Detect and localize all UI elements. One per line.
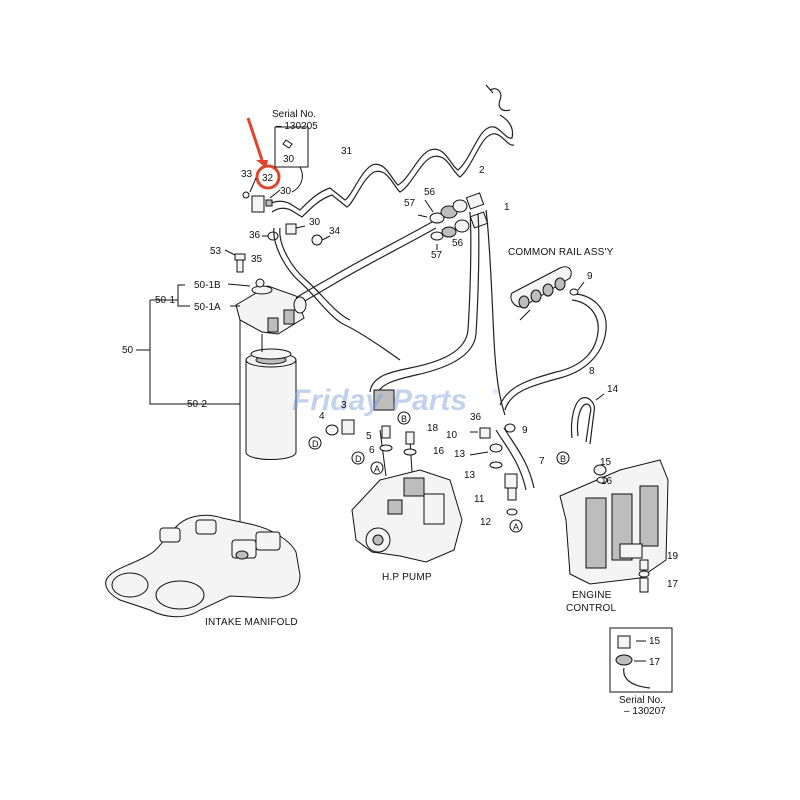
highlight-arrow xyxy=(246,117,268,168)
callout-B-2: B xyxy=(560,454,566,464)
callout-36-b: 36 xyxy=(470,412,482,423)
callout-1: 1 xyxy=(504,202,510,213)
callout-14: 14 xyxy=(607,384,619,395)
callout-6: 6 xyxy=(369,445,375,456)
callout-53: 53 xyxy=(210,246,222,257)
callout-18: 18 xyxy=(427,423,439,434)
engine-control-unit xyxy=(559,459,669,593)
callout-56-b: 56 xyxy=(452,238,464,249)
callout-57-a: 57 xyxy=(404,198,416,209)
intake-manifold xyxy=(105,514,301,618)
callout-16-b: 16 xyxy=(601,476,613,487)
callout-9-a: 9 xyxy=(587,271,593,282)
caption-engine-control-1: ENGINE xyxy=(572,590,612,601)
callout-34: 34 xyxy=(329,226,341,237)
watermark: Friday Parts ® xyxy=(292,384,499,417)
serial-box-bottom: 15 17 Serial No. – 130207 xyxy=(609,627,673,717)
callout-13-a: 13 xyxy=(454,449,466,460)
captions: COMMON RAIL ASS'Y H.P PUMP INTAKE MANIFO… xyxy=(205,247,617,628)
callout-50-1b: 50-1B xyxy=(194,280,221,291)
callout-50: 50 xyxy=(122,345,134,356)
caption-intake-manifold: INTAKE MANIFOLD xyxy=(205,617,298,628)
callout-56-a: 56 xyxy=(424,187,436,198)
banjo-fitting-group xyxy=(242,177,331,246)
callout-12: 12 xyxy=(480,517,492,528)
callout-9-b: 9 xyxy=(522,425,528,436)
callout-31: 31 xyxy=(341,146,353,157)
watermark-text-a: Friday xyxy=(292,384,383,417)
callout-32: 32 xyxy=(262,173,274,184)
callout-A-2: A xyxy=(513,522,519,532)
callout-33: 33 xyxy=(241,169,253,180)
callout-A-1: A xyxy=(374,464,380,474)
watermark-mark: ® xyxy=(492,387,499,397)
caption-hp-pump: H.P PUMP xyxy=(382,572,432,583)
callout-57-b: 57 xyxy=(431,250,443,261)
callout-B-1: B xyxy=(401,414,407,424)
common-rail xyxy=(510,266,585,321)
pump-fittings xyxy=(325,389,535,516)
callout-19: 19 xyxy=(667,551,679,562)
serial-top-part: 30 xyxy=(283,154,295,165)
callout-8: 8 xyxy=(589,366,595,377)
callout-50-1: 50-1 xyxy=(155,295,175,306)
harness-tube-31 xyxy=(267,84,515,218)
highlight-circle xyxy=(255,164,281,190)
callout-5: 5 xyxy=(366,431,372,442)
callout-30-b: 30 xyxy=(280,186,292,197)
callout-16-a: 16 xyxy=(433,446,445,457)
callout-36-a: 36 xyxy=(249,230,261,241)
serial-top-value: – 130205 xyxy=(276,121,318,132)
bracket-50 xyxy=(136,283,251,405)
callout-13-b: 13 xyxy=(464,470,476,481)
callout-15: 15 xyxy=(600,457,612,468)
fuel-filter-assembly xyxy=(235,278,307,550)
serial-bottom-value: – 130207 xyxy=(624,706,666,717)
caption-common-rail: COMMON RAIL ASS'Y xyxy=(508,247,614,258)
serial-box-top: Serial No. – 130205 30 xyxy=(272,109,318,193)
serial-bottom-part-17: 17 xyxy=(649,657,661,668)
callout-D-2: D xyxy=(355,454,362,464)
callout-2: 2 xyxy=(479,165,485,176)
serial-bottom-title: Serial No. xyxy=(619,695,663,706)
callout-35: 35 xyxy=(251,254,263,265)
callout-30-c: 30 xyxy=(309,217,321,228)
serial-bottom-part-15: 15 xyxy=(649,636,661,647)
callout-50-2: 50-2 xyxy=(187,399,207,410)
callout-50-1a: 50-1A xyxy=(194,302,221,313)
connector-56-57 xyxy=(417,192,489,250)
callout-3: 3 xyxy=(341,400,347,411)
callout-7: 7 xyxy=(539,456,545,467)
callout-10: 10 xyxy=(446,430,458,441)
circled-letter-callouts: D D A B A B xyxy=(308,411,570,533)
callout-labels: 31 33 32 30 2 1 56 57 56 57 36 30 34 53 … xyxy=(122,146,679,590)
hp-pump xyxy=(351,429,463,563)
watermark-text-b: Parts xyxy=(392,384,467,417)
callout-17: 17 xyxy=(667,579,679,590)
return-pipe-14 xyxy=(570,393,605,445)
callout-11: 11 xyxy=(474,494,485,505)
callout-D-1: D xyxy=(312,439,319,449)
callout-4: 4 xyxy=(319,411,325,422)
serial-top-title: Serial No. xyxy=(272,109,316,120)
caption-engine-control-2: CONTROL xyxy=(566,603,617,614)
bolt-53 xyxy=(224,249,246,273)
